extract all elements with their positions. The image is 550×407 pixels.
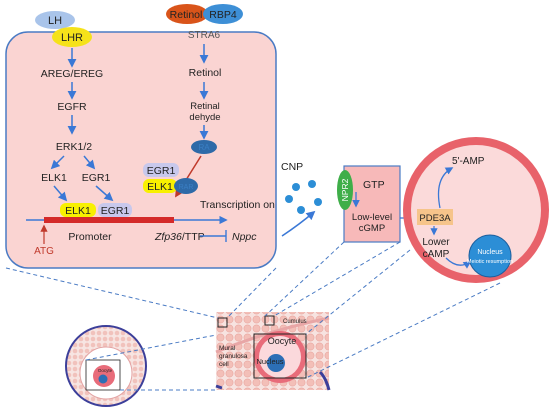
oocyte-zoom: 5'-AMP PDE3A Lower cAMP Nucleus Meiotic … xyxy=(403,137,549,283)
arrow-erk-egr1 xyxy=(83,155,96,170)
rar-receptor xyxy=(174,178,198,194)
guide-line xyxy=(5,267,219,319)
small-follicle: Oocyte xyxy=(65,325,147,407)
elk1-complex xyxy=(143,179,177,193)
nppc-label: Nppc xyxy=(232,231,257,243)
elk1-complex-label: ELK1 xyxy=(147,181,173,193)
oocyte-inner xyxy=(411,145,541,275)
erk-label: ERK1/2 xyxy=(56,141,92,153)
egr1-bound xyxy=(98,203,132,217)
gtp-label: GTP xyxy=(363,179,385,191)
nucleus-zoom-label: Nucleus xyxy=(477,249,503,256)
follicle-detail: Oocyte Nucleus Cumulus Mural granulosa c… xyxy=(215,312,331,391)
lhr-label: LHR xyxy=(61,32,83,44)
retinol-top-label: Retinol xyxy=(170,9,203,21)
nucleus-detail xyxy=(267,354,285,372)
rar-label: RAR xyxy=(179,184,194,191)
arrow-egr1-promoter xyxy=(95,185,114,202)
arrow-pde3a-amp xyxy=(437,167,454,209)
ra-label: RA xyxy=(198,143,210,152)
arrow-nppc-cnp xyxy=(281,210,316,237)
small-oocyte-nucleus xyxy=(98,374,108,384)
guide-line xyxy=(305,249,411,335)
guide-line xyxy=(305,282,501,379)
low-level-label-line2: cGMP xyxy=(359,223,385,234)
mural-cell-marker xyxy=(217,317,228,328)
egr1-complex xyxy=(143,163,179,177)
cnp-dot xyxy=(308,180,316,188)
elk1-bound-label: ELK1 xyxy=(65,205,91,217)
retinal-label-line1: Retinal xyxy=(190,101,220,112)
npr2-label: NPR2 xyxy=(340,178,350,201)
follicle-basement xyxy=(215,370,331,391)
zfp36-text: Zfp36 xyxy=(154,231,182,243)
transcription-label: Transcription on xyxy=(200,199,275,211)
cgmp-panel: NPR2 GTP Low-level cGMP xyxy=(337,165,401,243)
low-level-label-line1: Low-level xyxy=(352,212,392,223)
promoter-label: Promoter xyxy=(68,231,112,243)
promoter-bar xyxy=(44,217,174,223)
mural-label-line1: Mural xyxy=(219,345,236,352)
mural-label-line2: granulosa xyxy=(219,353,248,360)
cnp-label: CNP xyxy=(281,161,303,173)
zfp36-ttp-label: Zfp36/TTP xyxy=(154,231,205,243)
lh-label: LH xyxy=(48,15,62,27)
guide-line xyxy=(273,241,401,317)
lower-camp-line2: cAMP xyxy=(423,249,450,260)
cumulus-cell-marker xyxy=(264,315,275,326)
guide-line xyxy=(85,334,217,361)
npr2-receptor xyxy=(337,170,353,210)
elk1-bound xyxy=(60,203,96,217)
egfr-label: EGFR xyxy=(57,101,87,113)
cnp-dot xyxy=(314,198,322,206)
cnp-dot xyxy=(292,183,300,191)
meiotic-resumption-label: Meiotic resumption xyxy=(467,259,513,265)
elk1-label: ELK1 xyxy=(41,172,67,184)
retinol-ligand xyxy=(166,4,208,24)
egr1-complex-label: EGR1 xyxy=(147,165,176,177)
arrow-elk1-promoter xyxy=(53,185,68,202)
lhr-receptor xyxy=(52,27,92,47)
ttp-text: /TTP xyxy=(182,231,205,243)
oocyte-detail-label: Oocyte xyxy=(268,336,297,346)
mural-label-line3: cell xyxy=(219,361,229,368)
lh-ligand xyxy=(35,11,75,29)
granulosa-cell-panel: LH LHR AREG/EREG EGFR ERK1/2 ELK1 EGR1 R… xyxy=(5,4,277,269)
ra-molecule xyxy=(191,140,217,154)
rbp4-label: RBP4 xyxy=(209,9,237,21)
amp-label: 5'-AMP xyxy=(452,156,485,167)
cnp-dot xyxy=(285,195,293,203)
atg-label: ATG xyxy=(34,246,54,257)
cnp-group: CNP xyxy=(281,161,322,214)
small-follicle-marker xyxy=(85,359,121,391)
oocyte-marker xyxy=(253,333,307,379)
lower-camp-line1: Lower xyxy=(422,237,450,248)
small-oocyte-label: Oocyte xyxy=(98,368,113,373)
retinol-label: Retinol xyxy=(189,67,222,79)
egr1-bound-label: EGR1 xyxy=(101,205,130,217)
nucleus-detail-label: Nucleus xyxy=(256,357,283,366)
zoom-guides xyxy=(5,241,501,391)
areg-label: AREG/EREG xyxy=(41,68,103,80)
nucleus-zoom xyxy=(468,234,512,278)
cnp-dot xyxy=(297,206,305,214)
retinal-label-line2: dehyde xyxy=(189,112,220,123)
arrow-camp-nucleus xyxy=(445,257,472,269)
pde3a-box xyxy=(417,209,453,225)
egr1-label: EGR1 xyxy=(82,172,111,184)
guide-line xyxy=(264,241,345,317)
pde3a-label: PDE3A xyxy=(419,213,451,224)
guide-line xyxy=(226,267,277,319)
cumulus-label: Cumulus xyxy=(283,319,307,325)
stra6-label: STRA6 xyxy=(188,30,221,41)
rbp4-ligand xyxy=(203,4,243,24)
arrow-erk-elk1 xyxy=(50,155,65,170)
